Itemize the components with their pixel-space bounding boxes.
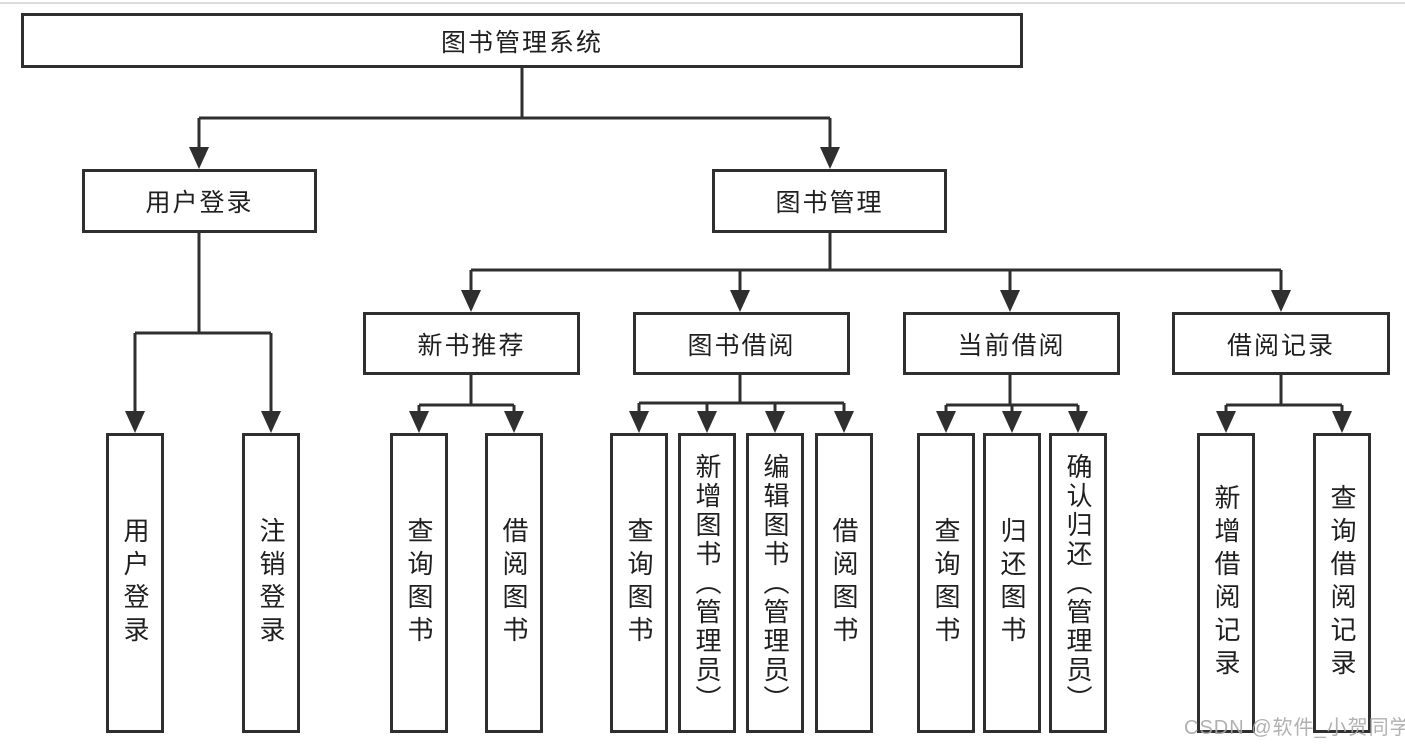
node-new-book-recommend: 新书推荐	[363, 312, 580, 375]
node-label: 图书管理	[775, 189, 884, 217]
leaf-user-login: 用户登录	[106, 433, 164, 733]
leaf-label: 用户登录	[120, 517, 150, 649]
leaf-borrow-books: 借阅图书	[815, 433, 873, 733]
node-label: 用户登录	[145, 189, 254, 217]
leaf-label: 查询图书	[931, 517, 961, 649]
node-label: 借阅记录	[1226, 331, 1335, 360]
node-user-login: 用户登录	[82, 169, 317, 233]
leaf-confirm-return-admin: 确认归还（管理员）	[1049, 433, 1107, 733]
leaf-add-borrow-record: 新增借阅记录	[1197, 433, 1255, 733]
leaf-borrow-books-recommend: 借阅图书	[485, 433, 543, 733]
leaf-label: 新增借阅记录	[1211, 484, 1241, 682]
leaf-label: 查询图书	[624, 517, 654, 649]
leaf-label: 借阅图书	[829, 517, 859, 649]
leaf-label: 确认归还（管理员）	[1063, 452, 1093, 714]
node-book-management: 图书管理	[712, 169, 947, 233]
top-divider	[0, 2, 1405, 4]
leaf-label: 注销登录	[256, 517, 286, 649]
node-current-borrow: 当前借阅	[903, 312, 1120, 375]
leaf-query-books-borrow: 查询图书	[610, 433, 668, 733]
leaf-add-books-admin: 新增图书（管理员）	[678, 433, 736, 733]
leaf-edit-books-admin: 编辑图书（管理员）	[746, 433, 804, 733]
leaf-return-books: 归还图书	[983, 433, 1041, 733]
node-book-borrow: 图书借阅	[633, 312, 850, 375]
watermark-text: CSDN @软件_小贺同学	[1184, 717, 1405, 739]
node-borrow-records: 借阅记录	[1172, 312, 1390, 375]
leaf-label: 查询图书	[404, 517, 434, 649]
leaf-label: 编辑图书（管理员）	[760, 452, 790, 714]
node-label: 新书推荐	[417, 331, 526, 360]
leaf-label: 归还图书	[997, 517, 1027, 649]
leaf-query-borrow-record: 查询借阅记录	[1313, 433, 1371, 733]
node-label: 当前借阅	[957, 331, 1066, 360]
leaf-label: 新增图书（管理员）	[692, 452, 722, 714]
leaf-logout: 注销登录	[242, 433, 300, 733]
node-root-system: 图书管理系统	[21, 13, 1023, 68]
leaf-label: 借阅图书	[499, 517, 529, 649]
leaf-query-books-current: 查询图书	[917, 433, 975, 733]
node-label: 图书管理系统	[440, 28, 603, 57]
leaf-label: 查询借阅记录	[1327, 484, 1357, 682]
leaf-query-books-recommend: 查询图书	[390, 433, 448, 733]
node-label: 图书借阅	[687, 331, 796, 360]
